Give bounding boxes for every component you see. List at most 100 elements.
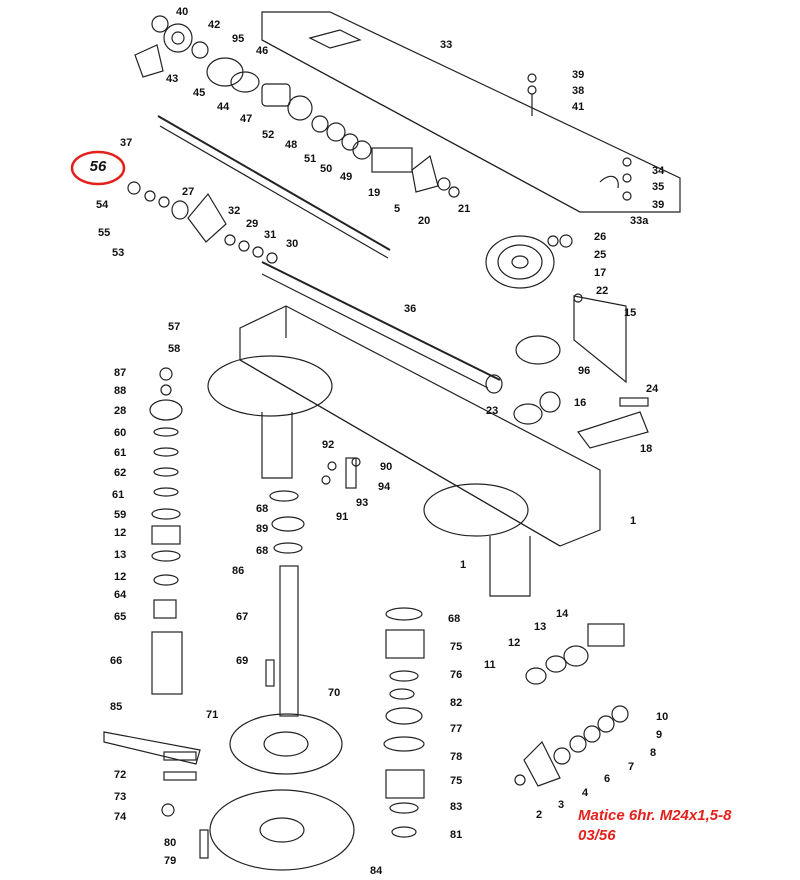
part-number-p73: 73 xyxy=(114,791,126,803)
part-number-p1a: 1 xyxy=(630,515,636,527)
part-number-p13b: 13 xyxy=(534,621,546,633)
part-number-p77: 77 xyxy=(450,723,462,735)
part-number-p69: 69 xyxy=(236,655,248,667)
part-number-p80: 80 xyxy=(164,837,176,849)
part-number-p68b: 68 xyxy=(256,545,268,557)
part-number-p87: 87 xyxy=(114,367,126,379)
part-number-p29: 29 xyxy=(246,218,258,230)
part-number-p55: 55 xyxy=(98,227,110,239)
part-number-p59: 59 xyxy=(114,509,126,521)
part-number-p88: 88 xyxy=(114,385,126,397)
part-number-p84: 84 xyxy=(370,865,383,877)
part-number-p75b: 75 xyxy=(450,775,462,787)
part-number-p6: 6 xyxy=(604,773,610,785)
part-number-p92: 92 xyxy=(322,439,334,451)
part-number-p72: 72 xyxy=(114,769,126,781)
part-number-p66: 66 xyxy=(110,655,122,667)
part-number-p37: 37 xyxy=(120,137,132,149)
part-number-p15: 15 xyxy=(624,307,636,319)
part-number-p16: 16 xyxy=(574,397,586,409)
part-number-p31: 31 xyxy=(264,229,276,241)
part-number-p25: 25 xyxy=(594,249,606,261)
part-number-p44: 44 xyxy=(217,101,230,113)
part-number-p40: 40 xyxy=(176,6,188,18)
part-number-p90: 90 xyxy=(380,461,392,473)
part-number-p9: 9 xyxy=(656,729,662,741)
part-number-p42: 42 xyxy=(208,19,220,31)
part-number-p2: 2 xyxy=(536,809,542,821)
part-number-p39b: 39 xyxy=(652,199,664,211)
part-number-p27: 27 xyxy=(182,186,194,198)
part-number-p78: 78 xyxy=(450,751,462,763)
part-number-p82: 82 xyxy=(450,697,462,709)
part-number-p75a: 75 xyxy=(450,641,462,653)
part-number-p38: 38 xyxy=(572,85,584,97)
part-number-p41: 41 xyxy=(572,101,584,113)
part-number-p51: 51 xyxy=(304,153,316,165)
part-number-p1b: 1 xyxy=(460,559,466,571)
part-number-p93: 93 xyxy=(356,497,368,509)
part-number-p94: 94 xyxy=(378,481,391,493)
part-number-p39a: 39 xyxy=(572,69,584,81)
main-frame xyxy=(239,305,601,547)
part-number-p62: 62 xyxy=(114,467,126,479)
part-number-p81: 81 xyxy=(450,829,462,841)
part-number-p61a: 61 xyxy=(114,447,126,459)
part-number-p95: 95 xyxy=(232,33,244,45)
part-number-p36: 36 xyxy=(404,303,416,315)
part-number-p48: 48 xyxy=(285,139,297,151)
part-number-p34: 34 xyxy=(652,165,665,177)
part-number-p61b: 61 xyxy=(112,489,124,501)
part-number-p64: 64 xyxy=(114,589,127,601)
part-number-p13a: 13 xyxy=(114,549,126,561)
part-number-p33a: 33a xyxy=(630,215,649,227)
part-number-p8: 8 xyxy=(650,747,656,759)
caption-line-2: 03/56 xyxy=(578,827,616,844)
part-number-p17: 17 xyxy=(594,267,606,279)
part-number-p47: 47 xyxy=(240,113,252,125)
part-number-p7: 7 xyxy=(628,761,634,773)
part-number-p71: 71 xyxy=(206,709,218,721)
caption-line-1: Matice 6hr. M24x1,5-8 xyxy=(578,807,732,824)
part-number-p57: 57 xyxy=(168,321,180,333)
part-number-p85: 85 xyxy=(110,701,122,713)
part-number-p35: 35 xyxy=(652,181,664,193)
part-number-p70: 70 xyxy=(328,687,340,699)
part-number-p67: 67 xyxy=(236,611,248,623)
part-number-p79: 79 xyxy=(164,855,176,867)
part-number-p19: 19 xyxy=(368,187,380,199)
part-caption: Matice 6hr. M24x1,5-8 03/56 xyxy=(578,806,731,846)
part-number-p74: 74 xyxy=(114,811,127,823)
part-number-p30: 30 xyxy=(286,238,298,250)
part-number-p91: 91 xyxy=(336,511,348,523)
part-number-p50: 50 xyxy=(320,163,332,175)
highlighted-part-number: 56 xyxy=(89,158,107,175)
part-number-p21: 21 xyxy=(458,203,470,215)
part-number-p5: 5 xyxy=(394,203,400,215)
part-number-p33: 33 xyxy=(440,39,452,51)
part-number-p96: 96 xyxy=(578,365,590,377)
highlight-circle xyxy=(70,150,126,186)
part-number-p76: 76 xyxy=(450,669,462,681)
part-number-p54: 54 xyxy=(96,199,109,211)
part-number-p53: 53 xyxy=(112,247,124,259)
part-number-p12b: 12 xyxy=(114,571,126,583)
part-number-p12c: 12 xyxy=(508,637,520,649)
part-number-p28: 28 xyxy=(114,405,126,417)
part-number-p58: 58 xyxy=(168,343,180,355)
part-number-p45: 45 xyxy=(193,87,205,99)
part-number-p49: 49 xyxy=(340,171,352,183)
part-number-p86: 86 xyxy=(232,565,244,577)
top-beam xyxy=(261,11,681,213)
part-number-p68c: 68 xyxy=(448,613,460,625)
part-number-p89: 89 xyxy=(256,523,268,535)
part-number-p23: 23 xyxy=(486,405,498,417)
part-number-p68a: 68 xyxy=(256,503,268,515)
part-number-p52: 52 xyxy=(262,129,274,141)
part-number-labels: 4042954643454447524851504933393841371952… xyxy=(96,6,668,877)
part-number-p18: 18 xyxy=(640,443,652,455)
part-number-p65: 65 xyxy=(114,611,126,623)
part-number-p43: 43 xyxy=(166,73,178,85)
part-number-p3: 3 xyxy=(558,799,564,811)
